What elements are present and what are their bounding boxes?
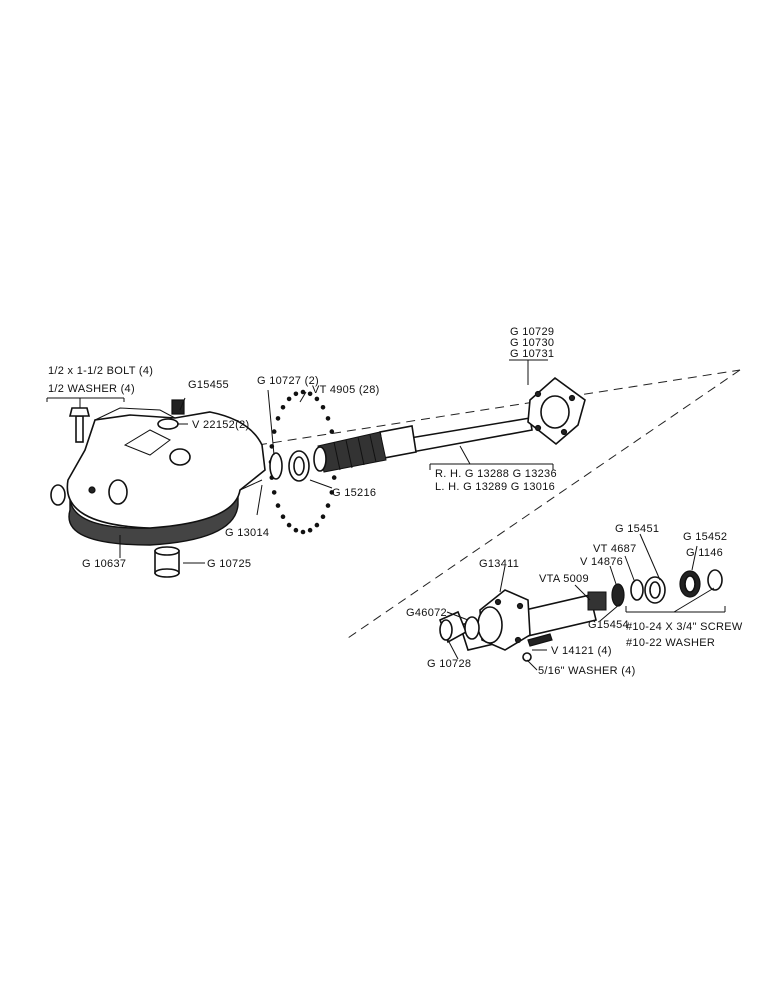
label-g10727: G 10727 (2)	[257, 375, 319, 387]
bushing-g10725	[154, 546, 180, 578]
ball-bearing	[275, 503, 281, 508]
o-ring-left	[50, 484, 66, 506]
label-g11146: G 1146	[686, 547, 723, 559]
nut-g10728	[438, 610, 468, 644]
label-g15452: G 15452	[683, 531, 727, 543]
bolt-v14121	[527, 633, 553, 647]
ball-bearing	[329, 429, 335, 434]
washer-v22152	[157, 418, 179, 430]
tube-assembly	[458, 589, 597, 651]
label-g10728: G 10728	[427, 658, 471, 670]
label-washer10: #10-22 WASHER	[626, 637, 715, 649]
ball-bearing	[293, 527, 299, 533]
plug-g15455	[171, 399, 185, 415]
label-g15451: G 15451	[615, 523, 659, 535]
leader-lines	[46, 359, 726, 671]
ball-bearing	[314, 396, 320, 402]
label-g10729: G 10729	[510, 326, 554, 338]
nut-g11146	[707, 569, 723, 591]
ball-bearing	[271, 490, 277, 495]
flange-plate	[527, 376, 586, 446]
bolt-part	[68, 407, 91, 443]
ball-bearing	[331, 475, 337, 480]
steering-housing	[66, 407, 266, 546]
ball-bearing	[320, 514, 326, 519]
label-g13411: G13411	[479, 558, 519, 570]
ball-bearing	[286, 396, 292, 402]
bearing-vta5009	[587, 591, 607, 611]
ball-bearing	[300, 389, 306, 395]
label-vta5009: VTA 5009	[539, 573, 589, 585]
ball-bearing	[286, 522, 292, 528]
label-g46072: G46072	[406, 607, 447, 619]
label-g15454: G15454	[588, 619, 629, 631]
label-g10731: G 10731	[510, 348, 554, 360]
label-v22152: V 22152(2)	[192, 419, 249, 431]
ball-bearing	[325, 503, 331, 508]
ball-bearing	[275, 416, 281, 421]
ball-bearing	[280, 405, 286, 410]
lining-ring	[68, 491, 239, 546]
ring-vt4687	[630, 579, 644, 601]
washer-516	[522, 652, 532, 662]
seal-g10727	[269, 452, 283, 480]
worm-shaft	[313, 417, 533, 473]
centerline-dashes	[257, 369, 741, 641]
ball-bearing	[307, 527, 313, 533]
ball-bearing	[280, 514, 286, 519]
label-g13014: G 13014	[225, 527, 269, 539]
label-vt4687: VT 4687	[593, 543, 636, 555]
label-screw: #10-24 X 3/4" SCREW	[626, 621, 743, 633]
label-washer516: 5/16" WASHER (4)	[538, 665, 636, 677]
label-g10725: G 10725	[207, 558, 251, 570]
label-vt4905: VT 4905 (28)	[312, 384, 380, 396]
label-rh: R. H. G 13288 G 13236	[435, 468, 557, 480]
label-v14876: V 14876	[580, 556, 623, 568]
label-g15455: G15455	[188, 379, 229, 391]
ball-bearing	[329, 490, 335, 495]
ball-bearing	[293, 391, 299, 397]
label-g10730: G 10730	[510, 337, 554, 349]
spring-v14876	[611, 583, 625, 607]
label-washer-half: 1/2 WASHER (4)	[48, 383, 135, 395]
ball-bearing	[320, 405, 326, 410]
ball-bearing	[300, 529, 306, 535]
label-g10637: G 10637	[82, 558, 126, 570]
ball-bearing	[314, 522, 320, 528]
ball-bearing	[325, 416, 331, 421]
label-v14121: V 14121 (4)	[551, 645, 612, 657]
ball-bearing	[271, 429, 277, 434]
ball-bearing	[307, 391, 313, 397]
label-g15216: G 15216	[332, 487, 376, 499]
seal-g46072	[464, 616, 480, 640]
part-labels: 1/2 x 1-1/2 BOLT (4) 1/2 WASHER (4) G154…	[48, 326, 743, 677]
label-bolt: 1/2 x 1-1/2 BOLT (4)	[48, 365, 153, 377]
label-lh: L. H. G 13289 G 13016	[435, 481, 555, 493]
